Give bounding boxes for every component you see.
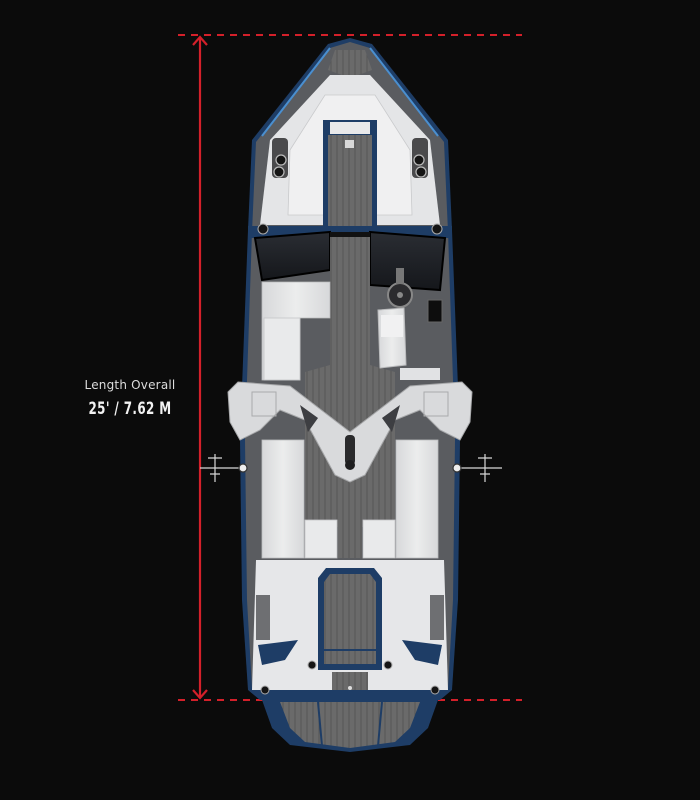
tow-point xyxy=(345,435,355,465)
bow-seating xyxy=(260,75,440,230)
logo-icon xyxy=(345,140,354,148)
rear-deck xyxy=(252,560,448,695)
swim-platform xyxy=(262,700,438,752)
speaker-icon xyxy=(413,154,425,166)
board-rack-starboard xyxy=(452,454,502,482)
dimension-title: Length Overall xyxy=(84,378,176,392)
helm xyxy=(377,268,443,380)
speaker-icon xyxy=(275,154,287,166)
speaker-icon xyxy=(415,166,427,178)
port-lounge xyxy=(261,281,331,381)
dimension-value: 25' / 7.62 M xyxy=(88,399,172,419)
bow-mat xyxy=(328,50,372,78)
center-deck xyxy=(330,237,370,527)
board-rack-port xyxy=(200,454,248,482)
speaker-icon xyxy=(273,166,285,178)
mid-seating xyxy=(261,439,439,559)
windshield xyxy=(248,223,452,292)
wake-tower xyxy=(227,381,473,483)
dimension-label: Length Overall 25' / 7.62 M xyxy=(60,378,200,419)
